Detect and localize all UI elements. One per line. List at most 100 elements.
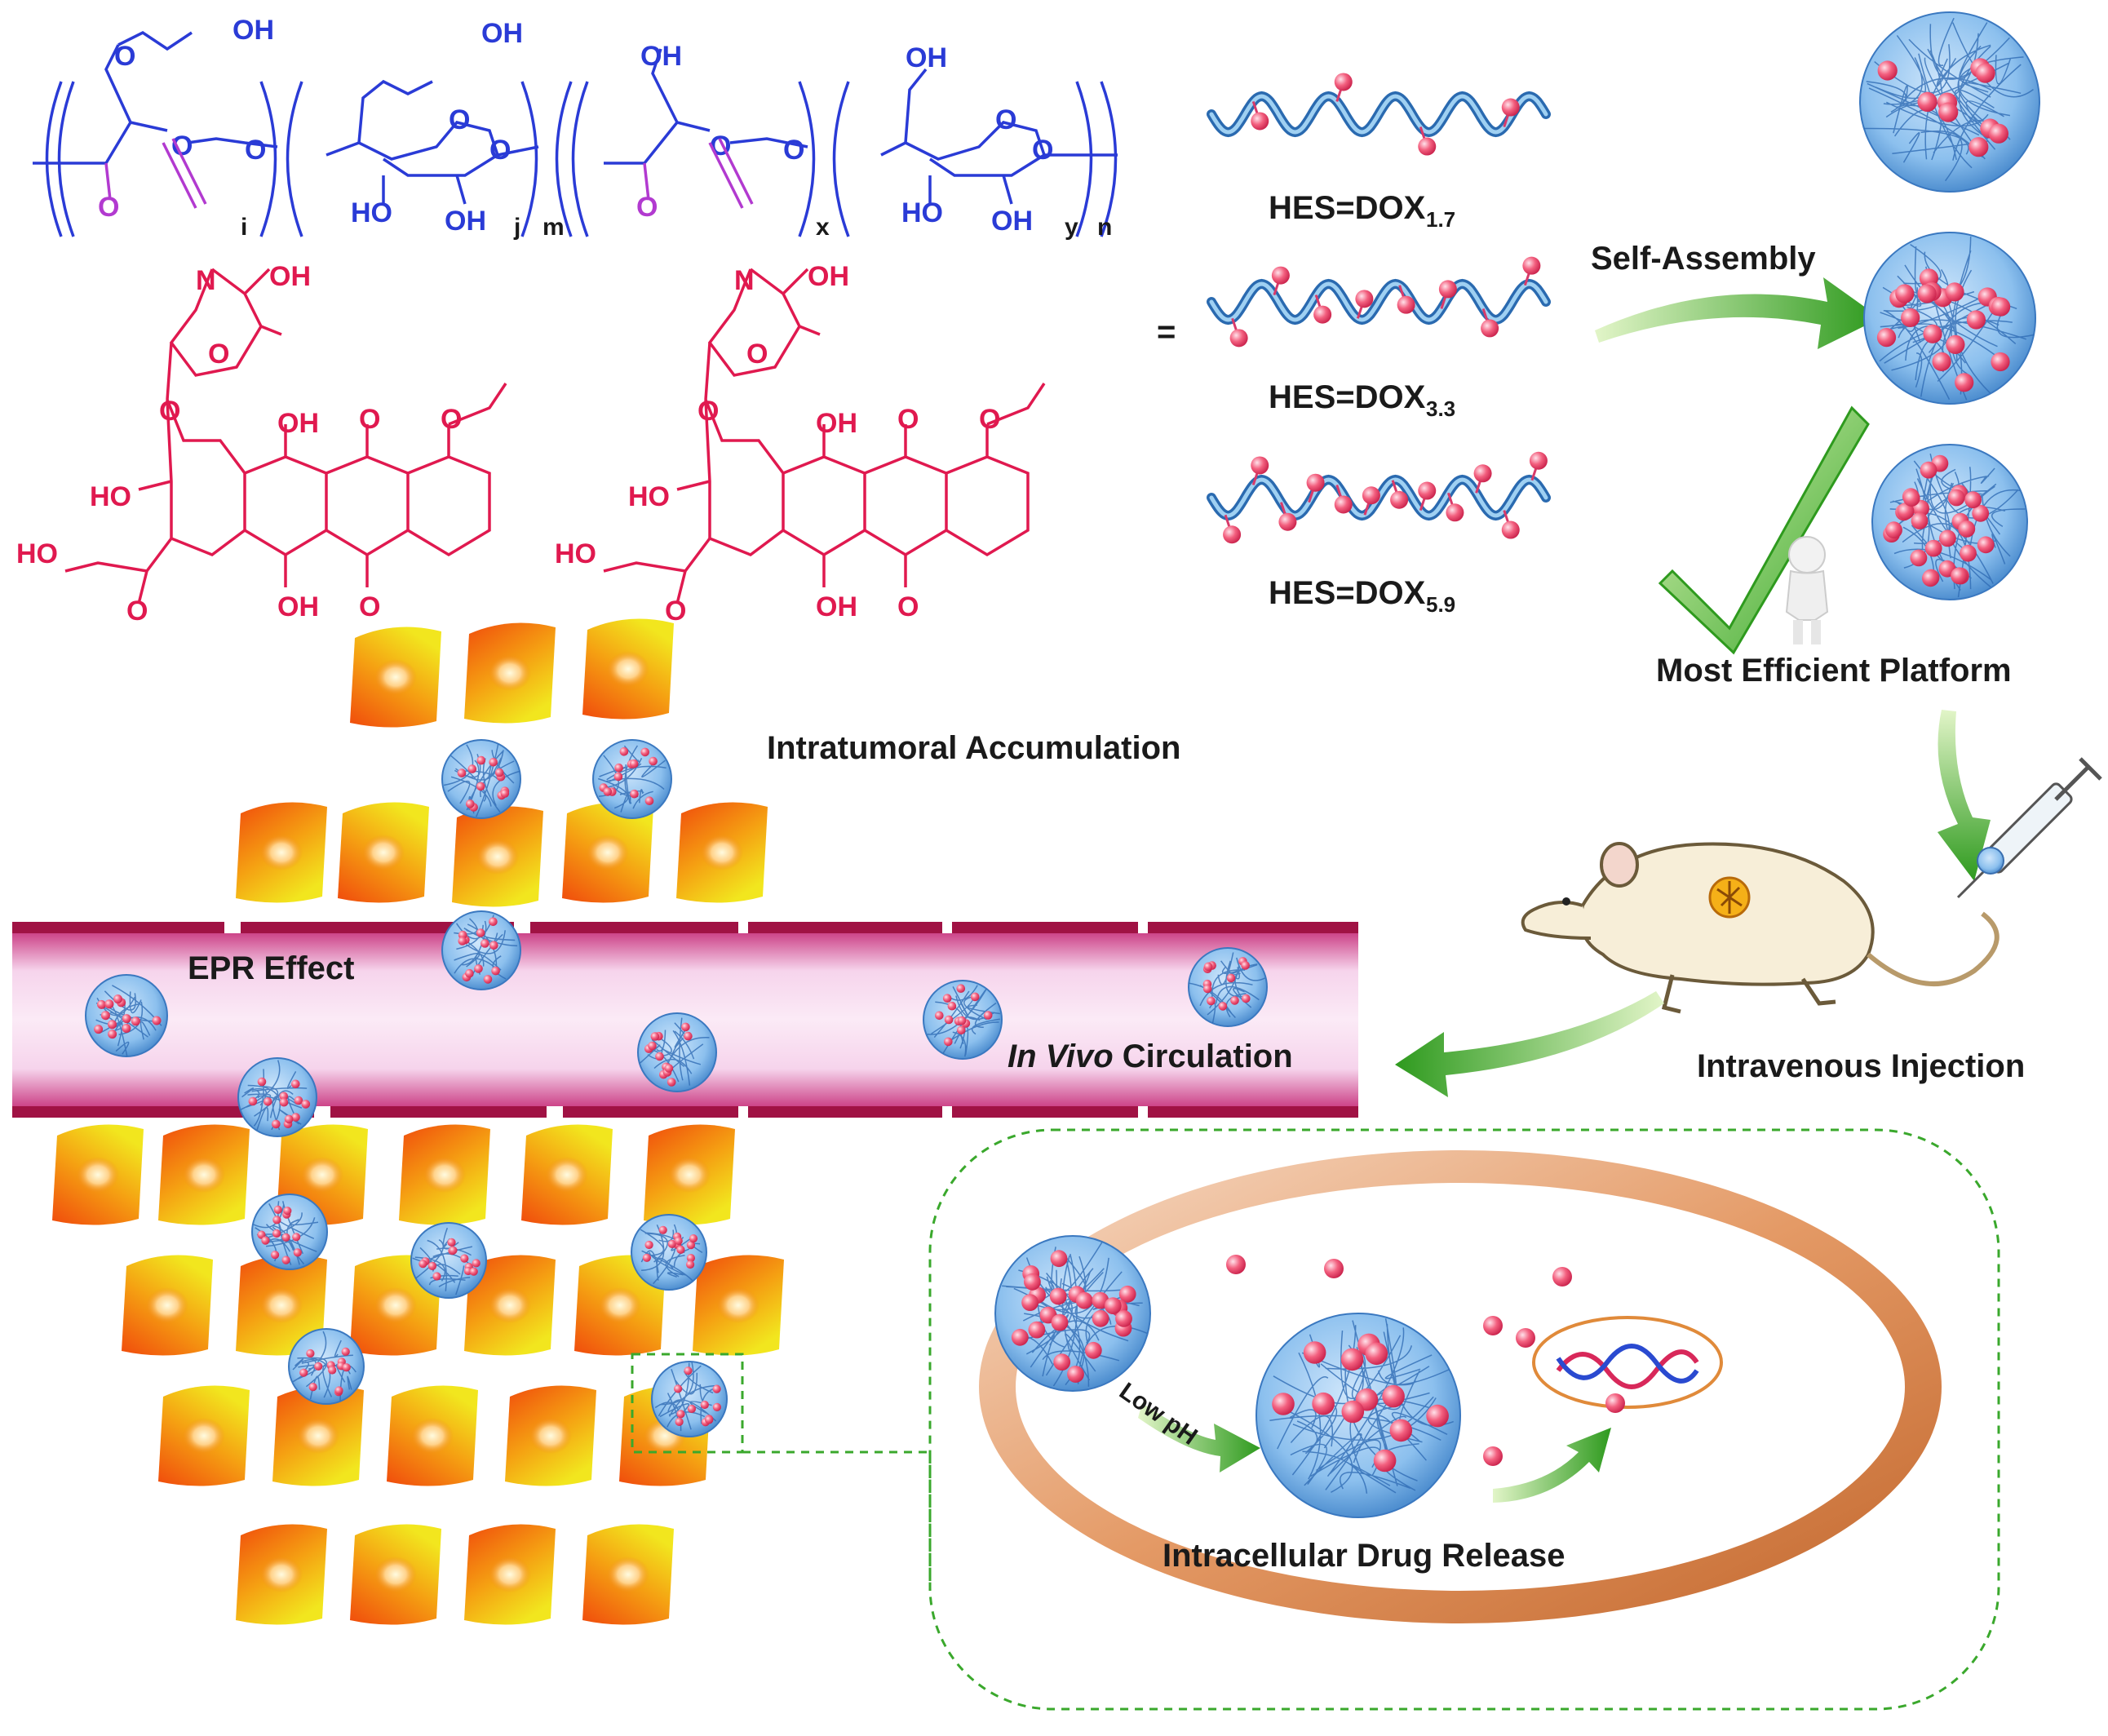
dox-dot <box>674 1384 683 1393</box>
cell-nucleus <box>587 835 629 870</box>
chem-label-o-3: O <box>245 135 266 166</box>
tumor-cell <box>158 1124 250 1225</box>
dox-dot <box>957 1016 967 1025</box>
release-arrow <box>1493 1428 1611 1503</box>
chem-label-oh-right-1: OH <box>808 261 849 292</box>
chem-label-o-9: O <box>995 104 1016 135</box>
dox-dot <box>1960 544 1977 562</box>
chain-1 <box>1207 73 1551 156</box>
nanoparticle-2 <box>1863 232 2036 405</box>
dox-dot <box>644 1240 653 1250</box>
chem-label-ho2: HO <box>901 197 943 228</box>
dox-dot <box>104 999 114 1009</box>
dox-dot <box>614 763 623 773</box>
tumor-cell <box>676 802 768 903</box>
doxorubicin-unit-right: N OH O O OH O O HO HO O OH O <box>555 261 1046 627</box>
nanoparticle <box>441 739 521 819</box>
cell-nucleus <box>374 659 417 695</box>
dox-dot <box>467 764 477 773</box>
in-vivo-circulation-label: In Vivo Circulation <box>1008 1038 1293 1074</box>
dox-dot <box>1418 481 1437 500</box>
dox-dot <box>469 1267 478 1276</box>
dox-dot <box>1991 352 2010 372</box>
chem-label-o-8: O <box>449 104 470 135</box>
dox-dot <box>466 799 475 808</box>
chem-label-o-left-4: O <box>441 404 462 435</box>
dox-dot <box>257 1077 267 1087</box>
dox-dot <box>1923 324 1942 343</box>
nanoparticle <box>651 1361 728 1437</box>
dox-dot <box>1021 1294 1038 1311</box>
tumor-cell <box>122 1255 213 1356</box>
dox-dot <box>944 1037 953 1047</box>
dox-dot <box>700 1400 709 1410</box>
dox-dot <box>644 796 654 805</box>
nanoparticle <box>923 980 1003 1060</box>
chain-2 <box>1207 256 1551 348</box>
dox-dot <box>1988 123 2008 144</box>
dox-dot <box>1897 503 1915 520</box>
tumor-cell <box>236 1524 327 1625</box>
chem-label-oh-left-3: OH <box>277 591 319 622</box>
dox-dot <box>271 1251 280 1260</box>
dox-dot <box>666 1078 676 1087</box>
chem-label-o-right-5: O <box>665 596 686 627</box>
dox-dot <box>272 1119 281 1129</box>
chem-index-n: n <box>1097 214 1112 241</box>
dox-dot <box>1084 1341 1102 1359</box>
dox-dot <box>1011 1328 1029 1346</box>
cell-nucleus <box>362 835 405 870</box>
dox-dot <box>299 1368 308 1377</box>
dox-dot <box>1067 1366 1084 1383</box>
dox-dot <box>689 1234 698 1243</box>
dox-dot <box>1334 73 1353 91</box>
dox-dot <box>629 759 639 768</box>
cell-nucleus <box>260 1287 303 1323</box>
dox-dot <box>1529 451 1548 470</box>
dox-dot <box>480 939 489 948</box>
dox-dot <box>1920 461 1938 479</box>
dox-dot <box>944 1015 954 1025</box>
dox-dot <box>687 1404 697 1414</box>
dox-dot <box>1977 536 1995 554</box>
chain-label-1-sub: 1.7 <box>1426 207 1455 232</box>
cell-nucleus <box>607 651 649 687</box>
dox-dot <box>942 994 952 1003</box>
dox-dot <box>1028 1321 1046 1339</box>
dox-dot <box>676 1410 685 1419</box>
dox-dot <box>1522 256 1541 275</box>
chain-label-2-sub: 3.3 <box>1426 396 1455 421</box>
dox-dot <box>1972 504 1990 522</box>
dox-dot <box>1049 1287 1067 1305</box>
dox-dot <box>1876 328 1897 348</box>
dox-dot <box>1303 1341 1326 1364</box>
cell-nucleus <box>411 1418 454 1454</box>
dox-dot <box>1911 512 1929 529</box>
tumor-cell <box>350 627 441 728</box>
dox-dot <box>935 1011 944 1021</box>
dox-dot <box>291 1079 300 1089</box>
chem-label-o-1: O <box>114 41 135 72</box>
dox-dot <box>630 789 639 799</box>
dox-dot <box>476 928 485 937</box>
dox-dot <box>1092 1309 1109 1327</box>
cell-nucleus <box>301 1157 343 1193</box>
cell-membrane-ring <box>979 1150 1942 1623</box>
dox-dot <box>264 1097 272 1106</box>
dox-dot <box>1218 1002 1228 1011</box>
dox-dot <box>449 1246 458 1255</box>
dox-dot <box>1877 60 1898 81</box>
nanoparticle <box>251 1194 328 1270</box>
dox-dot <box>957 1025 966 1035</box>
dox-dot <box>293 1248 302 1257</box>
cell-nucleus <box>77 1157 119 1193</box>
chem-index-y: y <box>1065 214 1078 241</box>
chem-label-ho-right-2: HO <box>555 538 596 569</box>
dox-dot <box>113 994 122 1004</box>
dox-dot <box>1885 521 1902 539</box>
dox-dot <box>970 992 980 1002</box>
inset-nanoparticles <box>994 1235 1625 1518</box>
low-ph-arrow <box>1138 1403 1260 1472</box>
dox-dot <box>684 1366 693 1375</box>
dox-dot <box>613 772 623 782</box>
